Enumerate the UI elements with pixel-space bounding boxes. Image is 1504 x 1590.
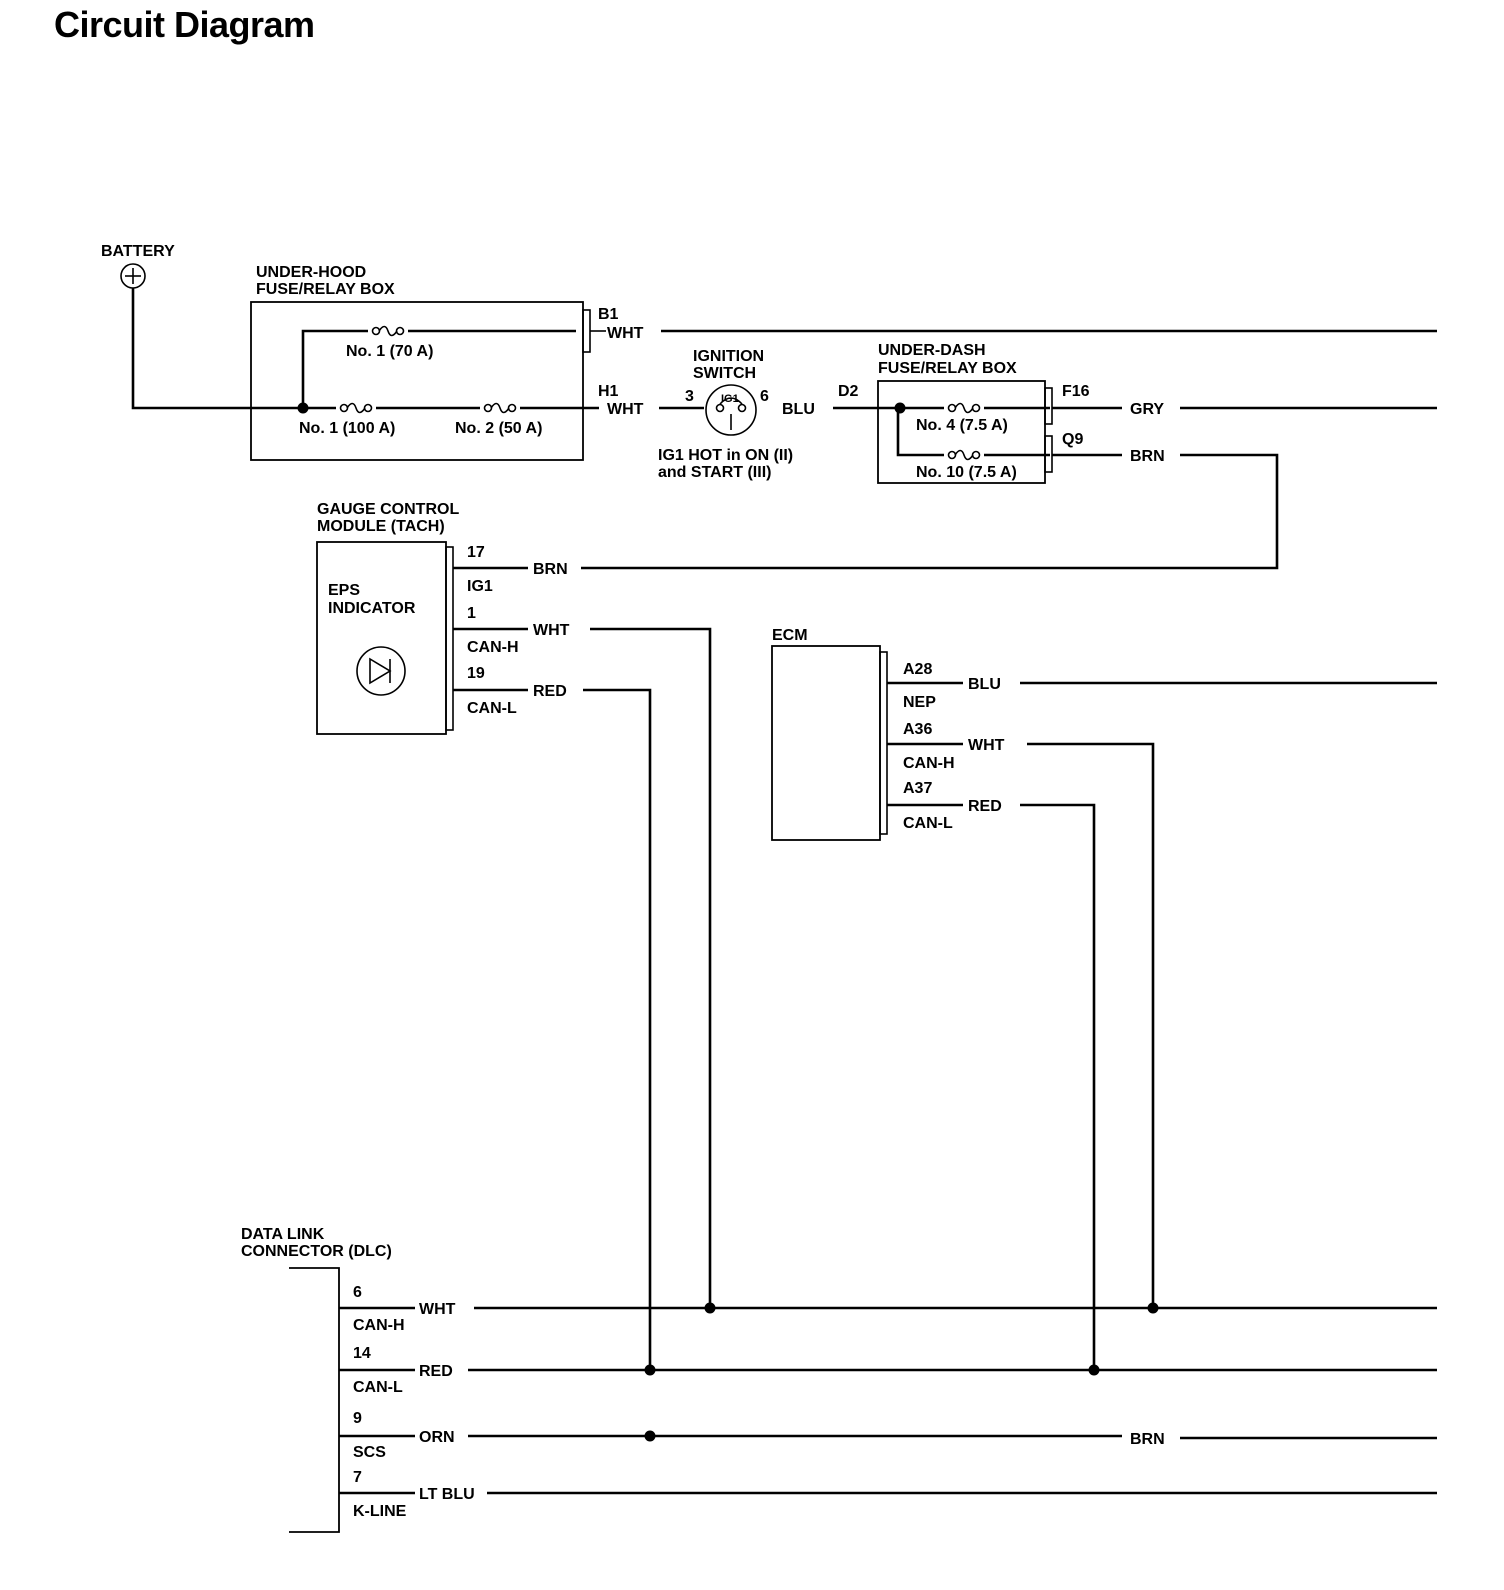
fuse-no1-100-icon bbox=[336, 401, 376, 415]
gauge-module-label-line2: MODULE (TACH) bbox=[317, 518, 445, 535]
under-dash-label-line2: FUSE/RELAY BOX bbox=[878, 360, 1017, 377]
splice-canh-ecm bbox=[1147, 1302, 1159, 1314]
ignition-switch-label-line1: IGNITION bbox=[693, 348, 764, 365]
battery-label: BATTERY bbox=[101, 243, 175, 260]
ecm-pin-a36-num: A36 bbox=[903, 721, 932, 738]
dlc-pin-7-wire: LT BLU bbox=[419, 1486, 475, 1503]
gauge-module-label-line1: GAUGE CONTROL bbox=[317, 501, 459, 518]
under-hood-label-line1: UNDER-HOOD bbox=[256, 264, 366, 281]
gauge-pin-19-name: CAN-L bbox=[467, 700, 517, 717]
under-dash-label-line1: UNDER-DASH bbox=[878, 342, 986, 359]
dlc-pin-7-name: K-LINE bbox=[353, 1503, 407, 1520]
splice-canl-gauge bbox=[644, 1364, 656, 1376]
under-dash-internal-wire-q9 bbox=[896, 408, 1050, 457]
gauge-module-connector bbox=[445, 546, 454, 731]
battery-wire bbox=[131, 288, 599, 410]
wire-q9-to-gauge bbox=[581, 453, 1279, 570]
fuse-no4-label: No. 4 (7.5 A) bbox=[916, 417, 1008, 434]
wire-h1-label: WHT bbox=[607, 401, 644, 418]
dlc-label-line2: CONNECTOR (DLC) bbox=[241, 1243, 392, 1260]
wire-ecm-canh-to-dlc bbox=[1027, 742, 1155, 1308]
fuse-no4-icon bbox=[944, 401, 984, 415]
ecm-pin-a28-wire: BLU bbox=[968, 676, 1001, 693]
splice-canh-gauge bbox=[704, 1302, 716, 1314]
eps-indicator-label-line1: EPS bbox=[328, 582, 360, 599]
wire-scs-far-label: BRN bbox=[1130, 1431, 1165, 1448]
dlc-pin-9-wire: ORN bbox=[419, 1429, 455, 1446]
fuse-no10-icon bbox=[944, 448, 984, 462]
under-hood-box bbox=[250, 301, 584, 461]
gauge-pin-17-name: IG1 bbox=[467, 578, 493, 595]
dlc-label-line1: DATA LINK bbox=[241, 1226, 325, 1243]
fuse-no1-70-label: No. 1 (70 A) bbox=[346, 343, 433, 360]
gauge-pin-19-wire: RED bbox=[533, 683, 567, 700]
under-dash-splice bbox=[894, 402, 906, 414]
ecm-pin-a37-name: CAN-L bbox=[903, 815, 953, 832]
ignition-pin-in: 3 bbox=[685, 388, 694, 405]
under-hood-branch-wire bbox=[301, 329, 576, 408]
splice-scs bbox=[644, 1430, 656, 1442]
fuse-no2-50-icon bbox=[480, 401, 520, 415]
wire-ecm-canl-to-dlc bbox=[1020, 803, 1096, 1370]
gauge-module-box bbox=[316, 541, 447, 735]
ecm-pin-a28-num: A28 bbox=[903, 661, 932, 678]
gauge-pin-19-num: 19 bbox=[467, 665, 485, 682]
gauge-pin-1-num: 1 bbox=[467, 605, 476, 622]
ignition-note-line2: and START (III) bbox=[658, 464, 771, 481]
fuse-no2-50-label: No. 2 (50 A) bbox=[455, 420, 542, 437]
wire-q9-label: BRN bbox=[1130, 448, 1165, 465]
connector-f16 bbox=[1044, 387, 1053, 425]
wire-b1-label: WHT bbox=[607, 325, 644, 342]
ignition-wire-out-label: BLU bbox=[782, 401, 815, 418]
dlc-pin-7-num: 7 bbox=[353, 1469, 362, 1486]
gauge-pin-1-name: CAN-H bbox=[467, 639, 519, 656]
ignition-switch-label-line2: SWITCH bbox=[693, 365, 756, 382]
terminal-b1-label: B1 bbox=[598, 306, 619, 323]
dlc-pin-14-wire: RED bbox=[419, 1363, 453, 1380]
ecm-pin-a36-name: CAN-H bbox=[903, 755, 955, 772]
ignition-pin-out: 6 bbox=[760, 388, 769, 405]
wire-gauge-canl-to-dlc bbox=[583, 688, 652, 1370]
dlc-pin-14-num: 14 bbox=[353, 1345, 371, 1362]
page-title: Circuit Diagram bbox=[54, 4, 315, 45]
fuse-no10-label: No. 10 (7.5 A) bbox=[916, 464, 1017, 481]
dlc-connector-bracket bbox=[289, 1267, 340, 1533]
under-hood-label-line2: FUSE/RELAY BOX bbox=[256, 281, 395, 298]
fuse-no1-100-label: No. 1 (100 A) bbox=[299, 420, 395, 437]
dlc-pin-6-wire: WHT bbox=[419, 1301, 456, 1318]
ignition-switch-icon: IG1 bbox=[705, 384, 757, 436]
ecm-pin-a28-name: NEP bbox=[903, 694, 936, 711]
wire-f16-label: GRY bbox=[1130, 401, 1164, 418]
under-dash-box bbox=[877, 380, 1046, 484]
eps-indicator-label-line2: INDICATOR bbox=[328, 600, 416, 617]
ecm-pin-a37-num: A37 bbox=[903, 780, 932, 797]
ecm-label: ECM bbox=[772, 627, 808, 644]
terminal-q9-label: Q9 bbox=[1062, 431, 1083, 448]
terminal-f16-label: F16 bbox=[1062, 383, 1090, 400]
gauge-pin-17-num: 17 bbox=[467, 544, 485, 561]
wire-gauge-canh-to-dlc bbox=[590, 627, 712, 1308]
splice-canl-ecm bbox=[1088, 1364, 1100, 1376]
terminal-d2-label: D2 bbox=[838, 383, 859, 400]
under-hood-splice bbox=[297, 402, 309, 414]
dlc-pin-6-num: 6 bbox=[353, 1284, 362, 1301]
battery-positive-icon bbox=[120, 263, 146, 289]
connector-b1 bbox=[582, 309, 591, 353]
ecm-box bbox=[771, 645, 881, 841]
dlc-pin-14-name: CAN-L bbox=[353, 1379, 403, 1396]
fuse-no1-70-icon bbox=[368, 324, 408, 338]
dlc-pin-9-num: 9 bbox=[353, 1410, 362, 1427]
ignition-contact-label: IG1 bbox=[721, 393, 739, 405]
eps-indicator-led-icon bbox=[356, 646, 406, 696]
ignition-note-line1: IG1 HOT in ON (II) bbox=[658, 447, 793, 464]
gauge-pin-17-wire: BRN bbox=[533, 561, 568, 578]
terminal-h1-label: H1 bbox=[598, 383, 619, 400]
dlc-pin-9-name: SCS bbox=[353, 1444, 386, 1461]
ecm-pin-a36-wire: WHT bbox=[968, 737, 1005, 754]
ecm-pin-a37-wire: RED bbox=[968, 798, 1002, 815]
ecm-connector bbox=[879, 651, 888, 835]
dlc-pin-6-name: CAN-H bbox=[353, 1317, 405, 1334]
gauge-pin-1-wire: WHT bbox=[533, 622, 570, 639]
